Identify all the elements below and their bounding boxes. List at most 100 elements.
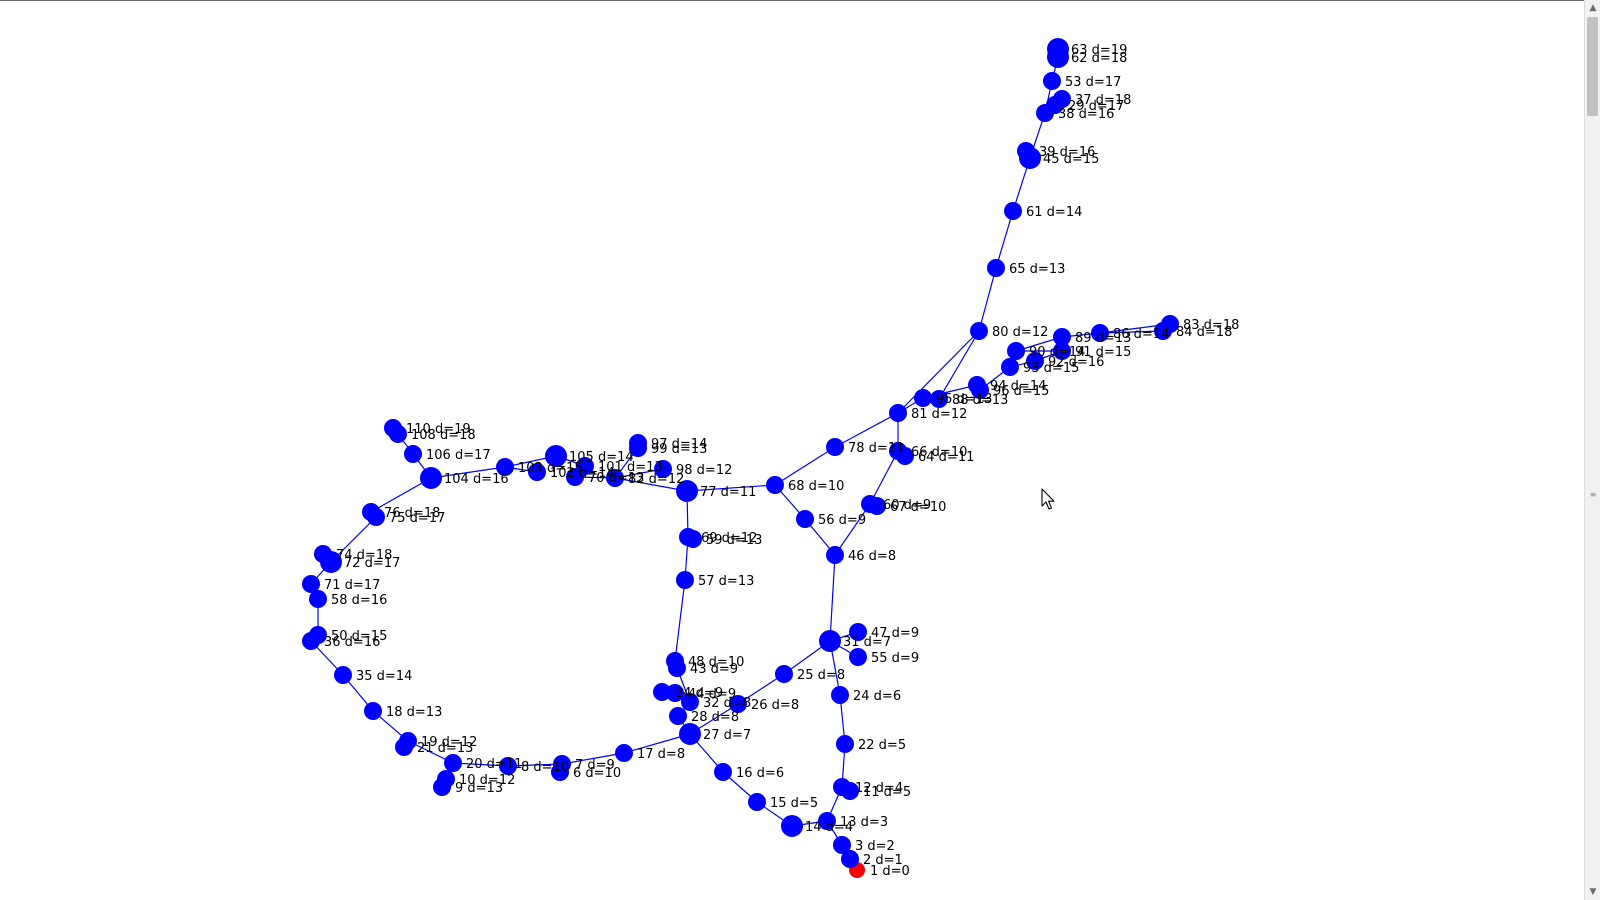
graph-node-63[interactable]: [1047, 38, 1069, 60]
graph-node-74[interactable]: [314, 545, 332, 563]
scrollbar-thumb[interactable]: [1587, 17, 1598, 116]
graph-node-59[interactable]: [684, 530, 702, 548]
graph-node-9[interactable]: [433, 778, 451, 796]
graph-node-15[interactable]: [748, 793, 766, 811]
graph-node-105[interactable]: [545, 445, 567, 467]
graph-node-2[interactable]: [841, 850, 859, 868]
graph-node-43[interactable]: [668, 659, 686, 677]
graph-node-16[interactable]: [714, 763, 732, 781]
graph-node-86[interactable]: [1091, 324, 1109, 342]
graph-node-20[interactable]: [444, 754, 462, 772]
graph-node-label-46: 46 d=8: [848, 549, 896, 564]
graph-edge-104-103: [430, 466, 506, 479]
graph-node-22[interactable]: [836, 735, 854, 753]
graph-node-61[interactable]: [1004, 202, 1022, 220]
graph-node-102[interactable]: [528, 463, 546, 481]
graph-node-110[interactable]: [384, 419, 402, 437]
graph-node-label-98: 98 d=12: [676, 463, 732, 478]
graph-node-65[interactable]: [987, 259, 1005, 277]
graph-node-label-66: 66 d=10: [911, 445, 967, 460]
graph-node-82[interactable]: [606, 469, 624, 487]
graph-node-67[interactable]: [868, 497, 886, 515]
graph-node-label-64: 64 d=11: [918, 450, 974, 465]
graph-node-47[interactable]: [849, 623, 867, 641]
graph-node-28[interactable]: [669, 707, 687, 725]
graph-node-39[interactable]: [1017, 142, 1035, 160]
graph-edge-26-25: [737, 673, 785, 705]
graph-node-71[interactable]: [302, 575, 320, 593]
graph-node-106[interactable]: [404, 445, 422, 463]
graph-node-11[interactable]: [841, 782, 859, 800]
graph-node-91[interactable]: [1053, 342, 1071, 360]
graph-node-21[interactable]: [395, 738, 413, 756]
graph-node-label-72: 72 d=17: [344, 556, 400, 571]
graph-node-24[interactable]: [831, 686, 849, 704]
graph-node-18[interactable]: [364, 702, 382, 720]
graph-node-46[interactable]: [826, 546, 844, 564]
graph-node-92[interactable]: [1026, 352, 1044, 370]
graph-node-25[interactable]: [775, 665, 793, 683]
graph-node-29[interactable]: [1046, 96, 1064, 114]
graph-node-label-83: 83 d=18: [1183, 318, 1239, 333]
scroll-down-arrow-icon[interactable]: ▼: [1589, 887, 1597, 897]
graph-node-90[interactable]: [1007, 342, 1025, 360]
graph-node-44[interactable]: [666, 684, 684, 702]
graph-edge-80-88: [938, 330, 980, 400]
graph-node-56[interactable]: [796, 510, 814, 528]
graph-node-77[interactable]: [676, 480, 698, 502]
graph-node-17[interactable]: [615, 744, 633, 762]
graph-node-58[interactable]: [309, 590, 327, 608]
graph-node-label-69: 69 d=12: [701, 531, 757, 546]
graph-node-64[interactable]: [896, 447, 914, 465]
graph-node-93[interactable]: [1001, 358, 1019, 376]
graph-node-80[interactable]: [970, 322, 988, 340]
graph-node-label-108: 108 d=18: [411, 428, 476, 443]
graph-node-98[interactable]: [654, 460, 672, 478]
graph-node-95[interactable]: [914, 389, 932, 407]
graph-node-label-74: 74 d=18: [336, 548, 392, 563]
graph-node-32[interactable]: [681, 693, 699, 711]
graph-node-76[interactable]: [362, 503, 380, 521]
graph-node-89[interactable]: [1053, 328, 1071, 346]
graph-node-label-75: 75 d=17: [389, 511, 445, 526]
graph-node-84[interactable]: [1154, 322, 1172, 340]
graph-node-label-10: 10 d=12: [459, 773, 515, 788]
graph-node-label-57: 57 d=13: [698, 574, 754, 589]
graph-node-6[interactable]: [551, 763, 569, 781]
graph-node-8[interactable]: [499, 757, 517, 775]
graph-node-70[interactable]: [566, 468, 584, 486]
graph-node-label-31: 31 d=7: [843, 635, 891, 650]
graph-node-97[interactable]: [629, 434, 647, 452]
scroll-up-arrow-icon[interactable]: ▲: [1589, 3, 1597, 13]
graph-node-78[interactable]: [826, 438, 844, 456]
graph-node-103[interactable]: [496, 458, 514, 476]
graph-node-50[interactable]: [309, 626, 327, 644]
vertical-scrollbar[interactable]: ▲ ≡ ▼: [1584, 0, 1600, 900]
graph-node-55[interactable]: [849, 648, 867, 666]
graph-node-81[interactable]: [889, 404, 907, 422]
graph-node-label-55: 55 d=9: [871, 651, 919, 666]
graph-node-35[interactable]: [334, 666, 352, 684]
graph-node-13[interactable]: [818, 812, 836, 830]
graph-node-27[interactable]: [679, 723, 701, 745]
graph-node-34[interactable]: [653, 683, 671, 701]
graph-node-53[interactable]: [1043, 72, 1061, 90]
graph-node-104[interactable]: [420, 467, 442, 489]
graph-edge-65-61: [995, 210, 1014, 269]
graph-node-57[interactable]: [676, 571, 694, 589]
graph-node-3[interactable]: [833, 836, 851, 854]
graph-node-label-3: 3 d=2: [855, 839, 895, 854]
graph-node-label-28: 28 d=8: [691, 710, 739, 725]
graph-node-96[interactable]: [971, 381, 989, 399]
graph-edge-80-65: [978, 267, 997, 332]
graph-node-14[interactable]: [781, 815, 803, 837]
graph-node-68[interactable]: [766, 476, 784, 494]
graph-node-88[interactable]: [930, 390, 948, 408]
graph-node-label-60: 60 d=9: [883, 498, 931, 513]
graph-node-26[interactable]: [729, 695, 747, 713]
graph-edge-7-8: [507, 763, 563, 767]
graph-node-31[interactable]: [819, 630, 841, 652]
graph-node-label-56: 56 d=9: [818, 513, 866, 528]
